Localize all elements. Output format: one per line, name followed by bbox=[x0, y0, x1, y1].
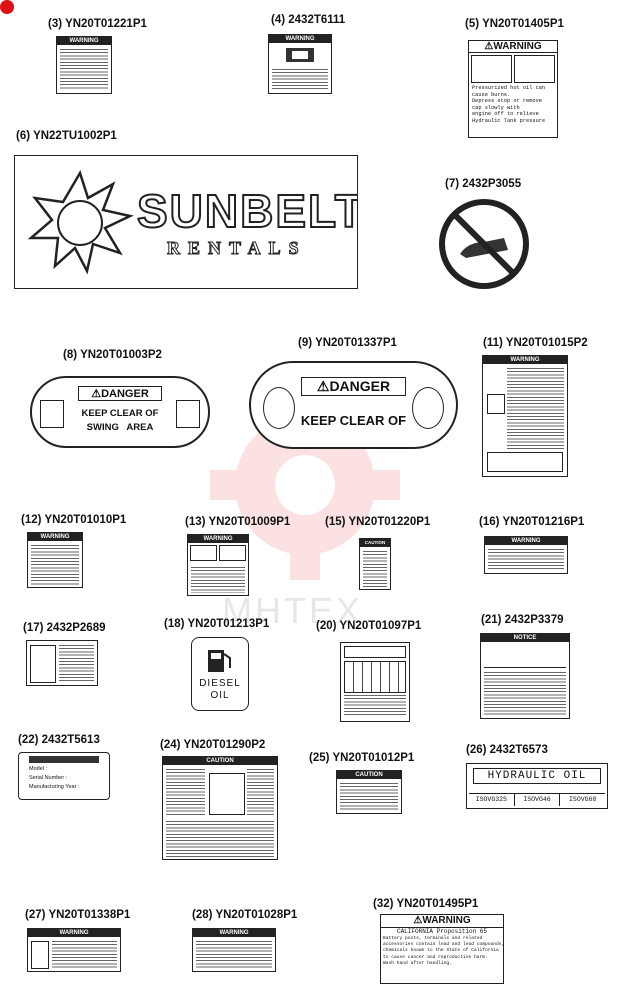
hand-crush-icon bbox=[263, 387, 295, 429]
decal-13: WARNING bbox=[187, 534, 249, 596]
decal-5: ⚠WARNING Pressurized hot oil can cause b… bbox=[468, 40, 558, 138]
label-caption: (4) 2432T6111 bbox=[271, 14, 346, 26]
excavator-icon bbox=[484, 645, 566, 668]
sunbelt-sun-logo bbox=[27, 169, 134, 275]
label-caption: (18) YN20T01213P1 bbox=[164, 618, 270, 630]
decal-header: CAUTION bbox=[360, 539, 390, 547]
warning-header: ⚠WARNING bbox=[469, 41, 557, 53]
decal-7-no-step-icon bbox=[439, 199, 529, 289]
label-caption: (27) YN20T01338P1 bbox=[25, 909, 131, 921]
decal-header: WARNING bbox=[57, 37, 111, 45]
decal-16: WARNING bbox=[484, 536, 568, 574]
decal-21: NOTICE bbox=[480, 633, 570, 719]
decal-17 bbox=[26, 640, 98, 686]
decal-22-id-plate: Model : Serial Number : Manufacturing Ye… bbox=[18, 752, 110, 800]
label-caption: (25) YN20T01012P1 bbox=[309, 752, 415, 764]
label-caption: (3) YN20T01221P1 bbox=[48, 18, 147, 30]
decal-header: NOTICE bbox=[481, 634, 569, 642]
hand-burn-icon bbox=[514, 55, 555, 83]
fan-hazard-icon bbox=[190, 545, 217, 561]
rentals-wordmark: RENTALS bbox=[167, 238, 307, 259]
label-caption: (28) YN20T01028P1 bbox=[192, 909, 298, 921]
label-caption: (7) 2432P3055 bbox=[445, 178, 522, 190]
label-caption: (22) 2432T5613 bbox=[18, 734, 100, 746]
label-caption: (17) 2432P2689 bbox=[23, 622, 106, 634]
machine-hazard-icon bbox=[286, 48, 314, 62]
label-caption: (20) YN20T01097P1 bbox=[316, 620, 422, 632]
label-caption: (6) YN22TU1002P1 bbox=[16, 130, 117, 142]
decal-27: WARNING bbox=[27, 928, 121, 972]
label-caption: (13) YN20T01009P1 bbox=[185, 516, 291, 528]
decal-28: WARNING bbox=[192, 928, 276, 972]
decal-25: CAUTION bbox=[336, 770, 402, 814]
label-caption: (8) YN20T01003P2 bbox=[63, 349, 162, 361]
decal-6-sunbelt: SUNBELT RENTALS bbox=[14, 155, 358, 289]
label-caption: (21) 2432P3379 bbox=[481, 614, 564, 626]
hazard-icon bbox=[31, 941, 49, 969]
label-caption: (5) YN20T01405P1 bbox=[465, 18, 564, 30]
engine-hazard-icon bbox=[219, 545, 246, 561]
decal-20 bbox=[340, 642, 410, 722]
decal-header: WARNING bbox=[193, 929, 275, 937]
engine-diagram-icon bbox=[209, 773, 245, 815]
corner-mark-icon bbox=[0, 0, 14, 14]
hazard-icon bbox=[487, 394, 505, 414]
decal-15: CAUTION bbox=[359, 538, 391, 590]
decal-9-danger: ⚠DANGER KEEP CLEAR OF bbox=[249, 361, 458, 449]
decal-header: WARNING bbox=[28, 533, 82, 541]
watermark-text: МНТЕХ bbox=[222, 590, 363, 631]
decal-header: WARNING bbox=[483, 356, 567, 364]
decal-4: WARNING bbox=[268, 34, 332, 94]
decal-header: CAUTION bbox=[337, 771, 401, 779]
label-caption: (11) YN20T01015P2 bbox=[483, 337, 588, 349]
swing-hazard-icon bbox=[40, 400, 64, 428]
decal-header: WARNING bbox=[485, 537, 567, 545]
decal-18-diesel: DIESEL OIL bbox=[191, 637, 249, 711]
decal-11: WARNING bbox=[482, 355, 568, 477]
decal-header: WARNING bbox=[269, 35, 331, 43]
label-caption: (9) YN20T01337P1 bbox=[298, 337, 397, 349]
decal-24: CAUTION bbox=[162, 756, 278, 860]
label-caption: (12) YN20T01010P1 bbox=[21, 514, 127, 526]
decal-32-california: ⚠WARNING CALIFORNIA Proposition 65 Batte… bbox=[380, 914, 504, 984]
label-caption: (32) YN20T01495P1 bbox=[373, 898, 479, 910]
fuel-pump-icon bbox=[208, 650, 231, 672]
hot-oil-icon bbox=[471, 55, 512, 83]
decal-header: WARNING bbox=[188, 535, 248, 543]
label-caption: (16) YN20T01216P1 bbox=[479, 516, 585, 528]
decal-8-danger-swing: ⚠DANGER KEEP CLEAR OF SWING AREA bbox=[30, 376, 210, 448]
label-caption: (26) 2432T6573 bbox=[466, 744, 548, 756]
sunbelt-wordmark: SUNBELT bbox=[136, 184, 358, 238]
decal-26-hydraulic-oil: HYDRAULIC OIL ISOVG32S ISOVG46 ISOVG68 bbox=[466, 763, 608, 809]
watermark-gear-icon bbox=[210, 390, 400, 580]
hand-crush-icon bbox=[412, 387, 444, 429]
warning-header: ⚠WARNING bbox=[381, 915, 503, 928]
decal-header: CAUTION bbox=[163, 757, 277, 765]
decal-3: WARNING bbox=[56, 36, 112, 94]
decal-12: WARNING bbox=[27, 532, 83, 588]
swing-hazard-icon bbox=[176, 400, 200, 428]
decal-header: WARNING bbox=[28, 929, 120, 937]
control-pattern-icon bbox=[30, 645, 56, 683]
label-caption: (24) YN20T01290P2 bbox=[160, 739, 266, 751]
label-caption: (15) YN20T01220P1 bbox=[325, 516, 431, 528]
